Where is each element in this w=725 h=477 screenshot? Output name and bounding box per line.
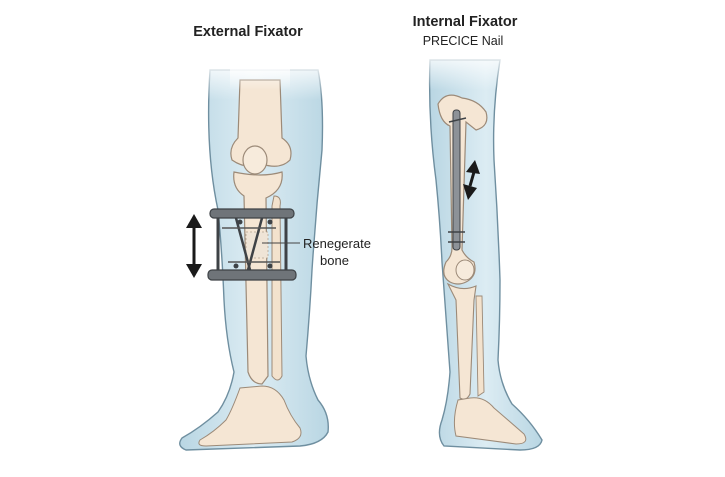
- external-fixator-frame: [207, 208, 297, 281]
- left-fibula: [271, 195, 283, 381]
- external-fixator-title: External Fixator: [193, 24, 303, 40]
- internal-fixator-title: Internal Fixator: [412, 14, 518, 30]
- fixator-bottom-ring: [207, 269, 297, 281]
- left-foot-bones: [198, 385, 302, 447]
- right-foot-bones: [453, 397, 527, 445]
- right-fibula: [475, 295, 485, 397]
- right-double-arrow-icon: [463, 160, 480, 200]
- right-leg: [420, 50, 543, 451]
- left-leg: [179, 60, 330, 451]
- fixator-top-ring: [209, 208, 295, 219]
- precice-nail-subtitle: PRECICE Nail: [422, 34, 504, 48]
- right-patella: [455, 259, 475, 281]
- callout-label-line2: bone: [320, 253, 349, 268]
- precice-nail: [452, 109, 461, 251]
- left-regenerate-zone: [245, 231, 269, 259]
- callout-label-line1: Renegerate: [303, 236, 371, 251]
- left-double-arrow-icon: [186, 214, 202, 278]
- right-femur: [437, 94, 488, 285]
- left-patella: [242, 145, 268, 175]
- right-tibia: [446, 282, 477, 400]
